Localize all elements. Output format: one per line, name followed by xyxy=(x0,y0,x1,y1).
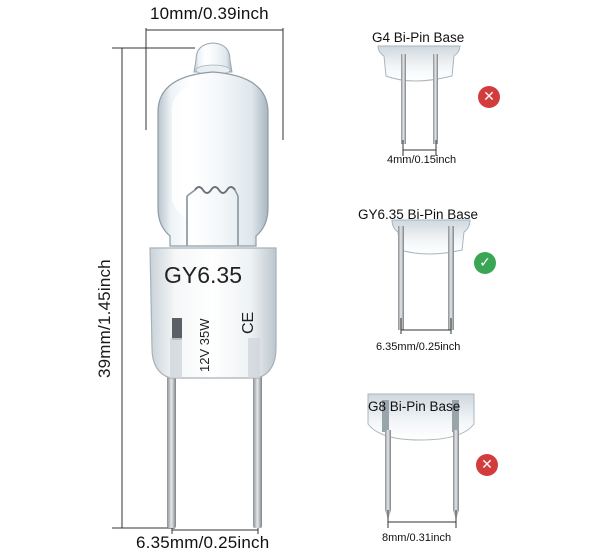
bulb-model-label: GY6.35 xyxy=(164,262,242,288)
base-title: G4 Bi-Pin Base xyxy=(372,30,465,45)
bulb-base xyxy=(149,247,277,379)
check-mark-icon: ✓ xyxy=(474,252,496,274)
bulb-pins xyxy=(167,360,262,528)
base-spacing-label: 8mm/0.31inch xyxy=(382,532,452,544)
bulb-spec-label: 12V 35W xyxy=(197,318,212,372)
base-spacing-label: 4mm/0.15inch xyxy=(387,154,457,166)
x-mark-icon: ✕ xyxy=(478,86,500,108)
x-mark-icon: ✕ xyxy=(476,454,498,476)
height-dimension-line xyxy=(112,47,195,529)
ce-mark: CE xyxy=(240,311,257,334)
height-label: 39mm/1.45inch xyxy=(95,259,114,378)
pin-spacing-dimension-line xyxy=(171,450,259,534)
bulb-glass xyxy=(157,42,269,247)
g4-base-illustration xyxy=(377,45,461,156)
pin-spacing-label: 6.35mm/0.25inch xyxy=(136,533,270,552)
width-label: 10mm/0.39inch xyxy=(150,4,269,23)
base-title: G8 Bi-Pin Base xyxy=(368,399,461,414)
width-dimension-line xyxy=(145,28,284,140)
gy635-base-illustration xyxy=(391,219,471,334)
base-title: GY6.35 Bi-Pin Base xyxy=(358,207,479,222)
base-spacing-label: 6.35mm/0.25inch xyxy=(376,341,461,353)
g8-base-illustration xyxy=(367,393,475,528)
